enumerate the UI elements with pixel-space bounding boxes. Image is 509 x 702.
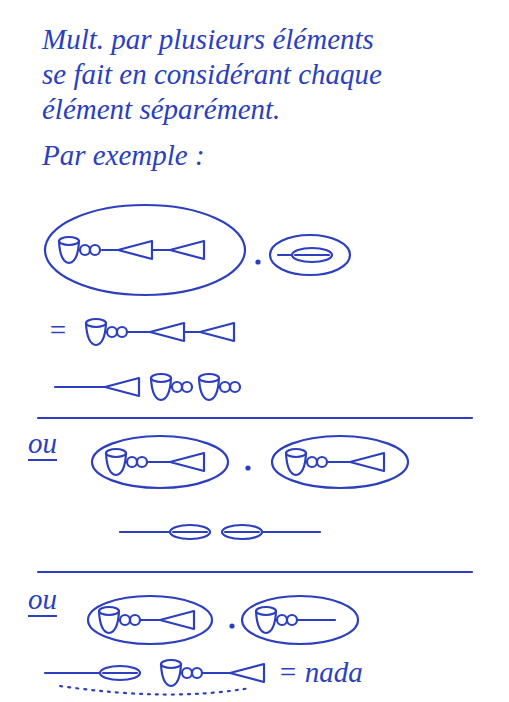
lens-symbol xyxy=(100,666,140,680)
or-word: ou xyxy=(28,428,57,461)
cup-symbol xyxy=(106,449,147,475)
separator-rule xyxy=(38,417,472,419)
cone-symbol xyxy=(170,453,204,471)
result-note: = nada xyxy=(278,655,363,690)
lens-symbol xyxy=(292,248,332,262)
stroke xyxy=(152,249,170,251)
stroke xyxy=(278,254,292,256)
stroke xyxy=(127,331,150,333)
cup-symbol xyxy=(199,374,240,400)
stroke xyxy=(262,531,320,533)
group-loop xyxy=(88,596,212,644)
or-word: ou xyxy=(28,584,57,617)
stroke xyxy=(55,386,105,388)
product-dot xyxy=(255,259,260,264)
product-dot xyxy=(245,465,250,470)
cup-symbol xyxy=(161,660,202,686)
dotted-arc xyxy=(60,686,250,695)
cone-symbol xyxy=(105,378,139,396)
lens-symbol xyxy=(170,525,210,539)
stroke xyxy=(327,461,350,463)
stroke xyxy=(120,531,170,533)
cone-symbol xyxy=(150,323,184,341)
cone-symbol xyxy=(118,241,152,259)
cup-symbol xyxy=(99,607,140,633)
cup-symbol xyxy=(59,237,100,263)
cone-symbol xyxy=(170,241,204,259)
cone-symbol xyxy=(350,453,384,471)
stroke xyxy=(147,461,170,463)
group-loop xyxy=(270,235,350,275)
separator-rule xyxy=(38,571,472,573)
group-loop xyxy=(45,205,245,295)
cone-symbol xyxy=(230,664,264,682)
cup-symbol xyxy=(86,319,127,345)
stroke xyxy=(102,249,118,251)
product-dot xyxy=(229,623,234,628)
stroke xyxy=(202,672,230,674)
group-loop xyxy=(272,436,408,488)
note-text: Mult. par plusieurs éléments se fait en … xyxy=(42,22,394,126)
cup-symbol xyxy=(286,449,327,475)
cone-symbol xyxy=(160,611,194,629)
note-text: Par exemple : xyxy=(42,138,205,173)
stroke xyxy=(45,672,100,674)
equals-sign: = xyxy=(48,313,68,348)
lens-symbol xyxy=(222,525,262,539)
stroke xyxy=(184,331,200,333)
stroke xyxy=(140,619,160,621)
cup-symbol xyxy=(151,374,192,400)
group-loop xyxy=(242,596,358,644)
cup-symbol xyxy=(256,607,297,633)
cone-symbol xyxy=(200,323,234,341)
stroke xyxy=(297,619,335,621)
group-loop xyxy=(92,436,228,488)
